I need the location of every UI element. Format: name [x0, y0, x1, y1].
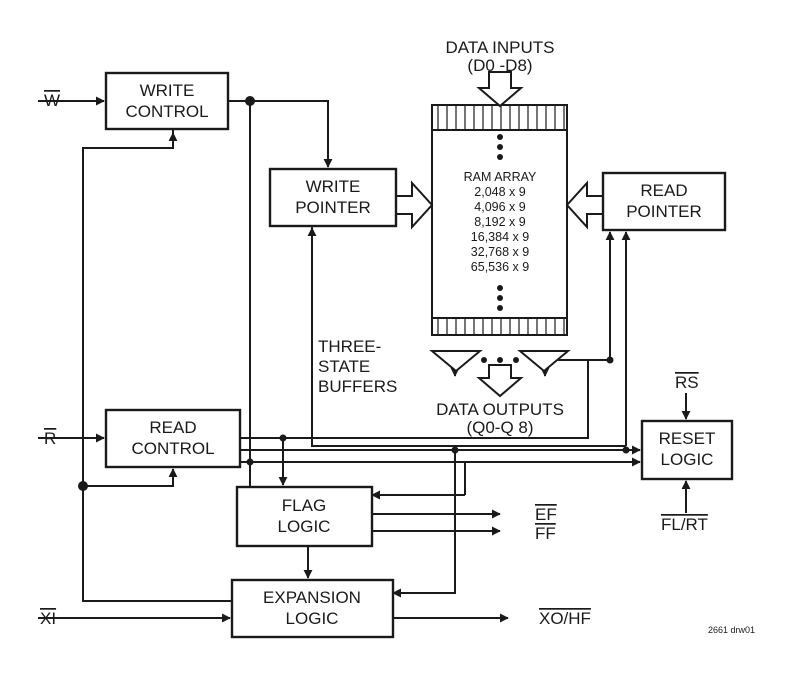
data-outputs-label: DATA OUTPUTS — [436, 400, 564, 419]
data-outputs-range: (Q0-Q 8) — [466, 418, 533, 437]
write-control-line1: WRITE — [140, 81, 195, 100]
expansion-logic-line1: EXPANSION — [263, 588, 361, 607]
reset-logic-block: RESET LOGIC — [640, 419, 734, 481]
read-pointer-block: READ POINTER — [601, 171, 727, 232]
three-state-label-2: STATE — [318, 357, 370, 376]
write-pointer-to-ram-arrow — [395, 180, 434, 230]
signal-ff: FF — [535, 524, 556, 543]
write-control-block: WRITE CONTROL — [104, 71, 230, 131]
read-control-line2: CONTROL — [131, 439, 214, 458]
wires — [38, 96, 691, 623]
read-pointer-line1: READ — [640, 181, 687, 200]
signal-w: W — [44, 91, 60, 110]
expansion-logic-block: EXPANSION LOGIC — [230, 578, 395, 639]
signal-xo-hf: XO/HF — [539, 609, 591, 628]
flag-logic-line1: FLAG — [282, 496, 326, 515]
ram-dots-bottom — [497, 285, 503, 311]
three-state-buffer-left — [429, 350, 483, 373]
signal-xi: XI — [40, 609, 56, 628]
signal-r: R — [44, 429, 56, 448]
data-inputs-label: DATA INPUTS — [446, 38, 555, 57]
hollow-arrows — [395, 71, 604, 398]
ram-size-16384: 16,384 x 9 — [471, 230, 529, 244]
signal-fl-rt: FL/RT — [661, 515, 708, 534]
junction-dots — [78, 96, 630, 491]
data-input-arrow — [476, 71, 524, 108]
three-state-buffer-right — [517, 350, 571, 373]
figure-id: 2661 drw01 — [708, 625, 755, 635]
ram-size-8192: 8,192 x 9 — [474, 215, 525, 229]
flag-logic-block: FLAG LOGIC — [235, 485, 374, 548]
write-pointer-line2: POINTER — [295, 198, 371, 217]
ram-array-title: RAM ARRAY — [464, 170, 537, 184]
reset-logic-line2: LOGIC — [661, 450, 714, 469]
read-pointer-to-ram-arrow — [565, 180, 604, 230]
three-state-label-1: THREE- — [318, 337, 381, 356]
write-pointer-line1: WRITE — [306, 177, 361, 196]
signal-ef: EF — [535, 505, 557, 524]
ram-size-4096: 4,096 x 9 — [474, 200, 525, 214]
data-output-arrow — [476, 364, 524, 398]
read-control-line1: READ — [149, 418, 196, 437]
ram-size-2048: 2,048 x 9 — [474, 185, 525, 199]
write-pointer-block: WRITE POINTER — [268, 167, 398, 228]
ram-array: RAM ARRAY 2,048 x 9 4,096 x 9 8,192 x 9 … — [431, 104, 568, 336]
read-pointer-line2: POINTER — [626, 202, 702, 221]
ram-size-65536: 65,536 x 9 — [471, 260, 529, 274]
expansion-logic-line2: LOGIC — [286, 609, 339, 628]
read-control-block: READ CONTROL — [104, 408, 242, 469]
reset-logic-line1: RESET — [659, 429, 716, 448]
ram-size-32768: 32,768 x 9 — [471, 245, 529, 259]
three-state-label-3: BUFFERS — [318, 377, 397, 396]
signal-rs: RS — [675, 373, 699, 392]
data-inputs-range: (D0 -D8) — [467, 56, 532, 75]
write-control-line2: CONTROL — [125, 102, 208, 121]
flag-logic-line2: LOGIC — [278, 517, 331, 536]
ram-dots-top — [497, 134, 503, 160]
ram-pin-ticks — [437, 105, 565, 335]
